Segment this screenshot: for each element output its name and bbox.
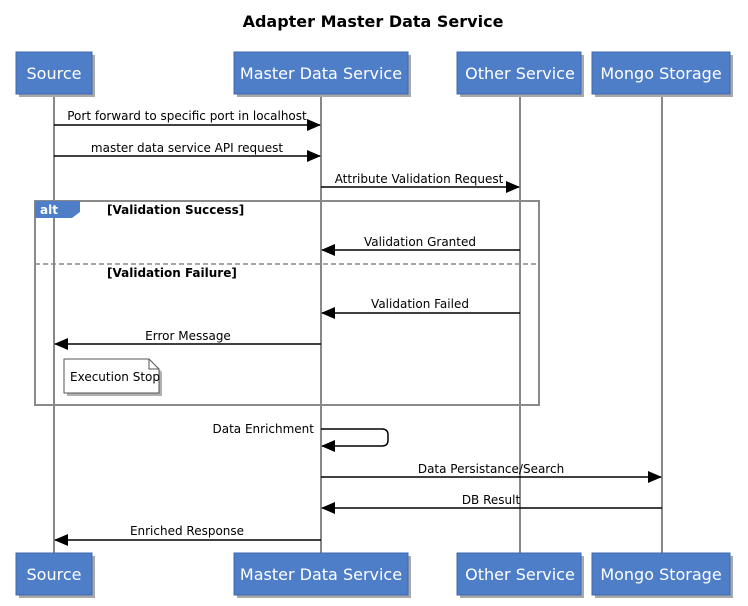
participant-master-data-service-top[interactable]: Master Data Service	[233, 51, 411, 97]
participant-mongo-storage-top[interactable]: Mongo Storage	[591, 51, 733, 97]
message-db-result: DB Result	[321, 493, 662, 514]
message-label: Validation Failed	[371, 297, 469, 311]
participant-source-bottom[interactable]: Source	[15, 552, 95, 598]
message-enriched-response: Enriched Response	[54, 524, 321, 546]
note-execution-stop: Execution Stop	[63, 358, 162, 396]
message-label: master data service API request	[91, 141, 283, 155]
message-label: Validation Granted	[364, 235, 476, 249]
guard-failure: [Validation Failure]	[107, 266, 237, 280]
message-label: DB Result	[462, 493, 521, 507]
message-attribute-validation: Attribute Validation Request	[321, 172, 520, 193]
participant-other-service-top[interactable]: Other Service	[456, 51, 584, 97]
participant-label: Source	[27, 64, 82, 83]
participant-master-data-service-bottom[interactable]: Master Data Service	[233, 552, 411, 598]
message-port-forward: Port forward to specific port in localho…	[54, 109, 321, 131]
diagram-title: Adapter Master Data Service	[243, 12, 504, 31]
message-data-enrichment: Data Enrichment	[212, 422, 389, 452]
message-label: Port forward to specific port in localho…	[67, 109, 307, 123]
alt-fragment: alt [Validation Success] [Validation Fai…	[34, 200, 540, 406]
message-api-request: master data service API request	[54, 141, 321, 162]
message-label: Enriched Response	[130, 524, 244, 538]
message-label: Data Persistance/Search	[418, 462, 564, 476]
participant-label: Other Service	[465, 64, 575, 83]
message-label: Data Enrichment	[212, 422, 314, 436]
message-error: Error Message	[54, 329, 321, 350]
message-validation-granted: Validation Granted	[321, 235, 520, 256]
participant-label: Source	[27, 565, 82, 584]
message-label: Attribute Validation Request	[335, 172, 504, 186]
participant-other-service-bottom[interactable]: Other Service	[456, 552, 584, 598]
message-validation-failed: Validation Failed	[321, 297, 520, 319]
message-data-persistance: Data Persistance/Search	[321, 462, 662, 483]
participant-label: Mongo Storage	[600, 565, 721, 584]
participant-source-top[interactable]: Source	[15, 51, 95, 97]
participant-label: Other Service	[465, 565, 575, 584]
alt-tag-label: alt	[40, 203, 58, 217]
participant-mongo-storage-bottom[interactable]: Mongo Storage	[591, 552, 733, 598]
message-label: Error Message	[145, 329, 231, 343]
participant-label: Master Data Service	[240, 64, 402, 83]
participant-label: Master Data Service	[240, 565, 402, 584]
note-text: Execution Stop	[70, 370, 160, 384]
guard-success: [Validation Success]	[107, 203, 244, 217]
alt-tag	[35, 201, 80, 218]
participant-label: Mongo Storage	[600, 64, 721, 83]
